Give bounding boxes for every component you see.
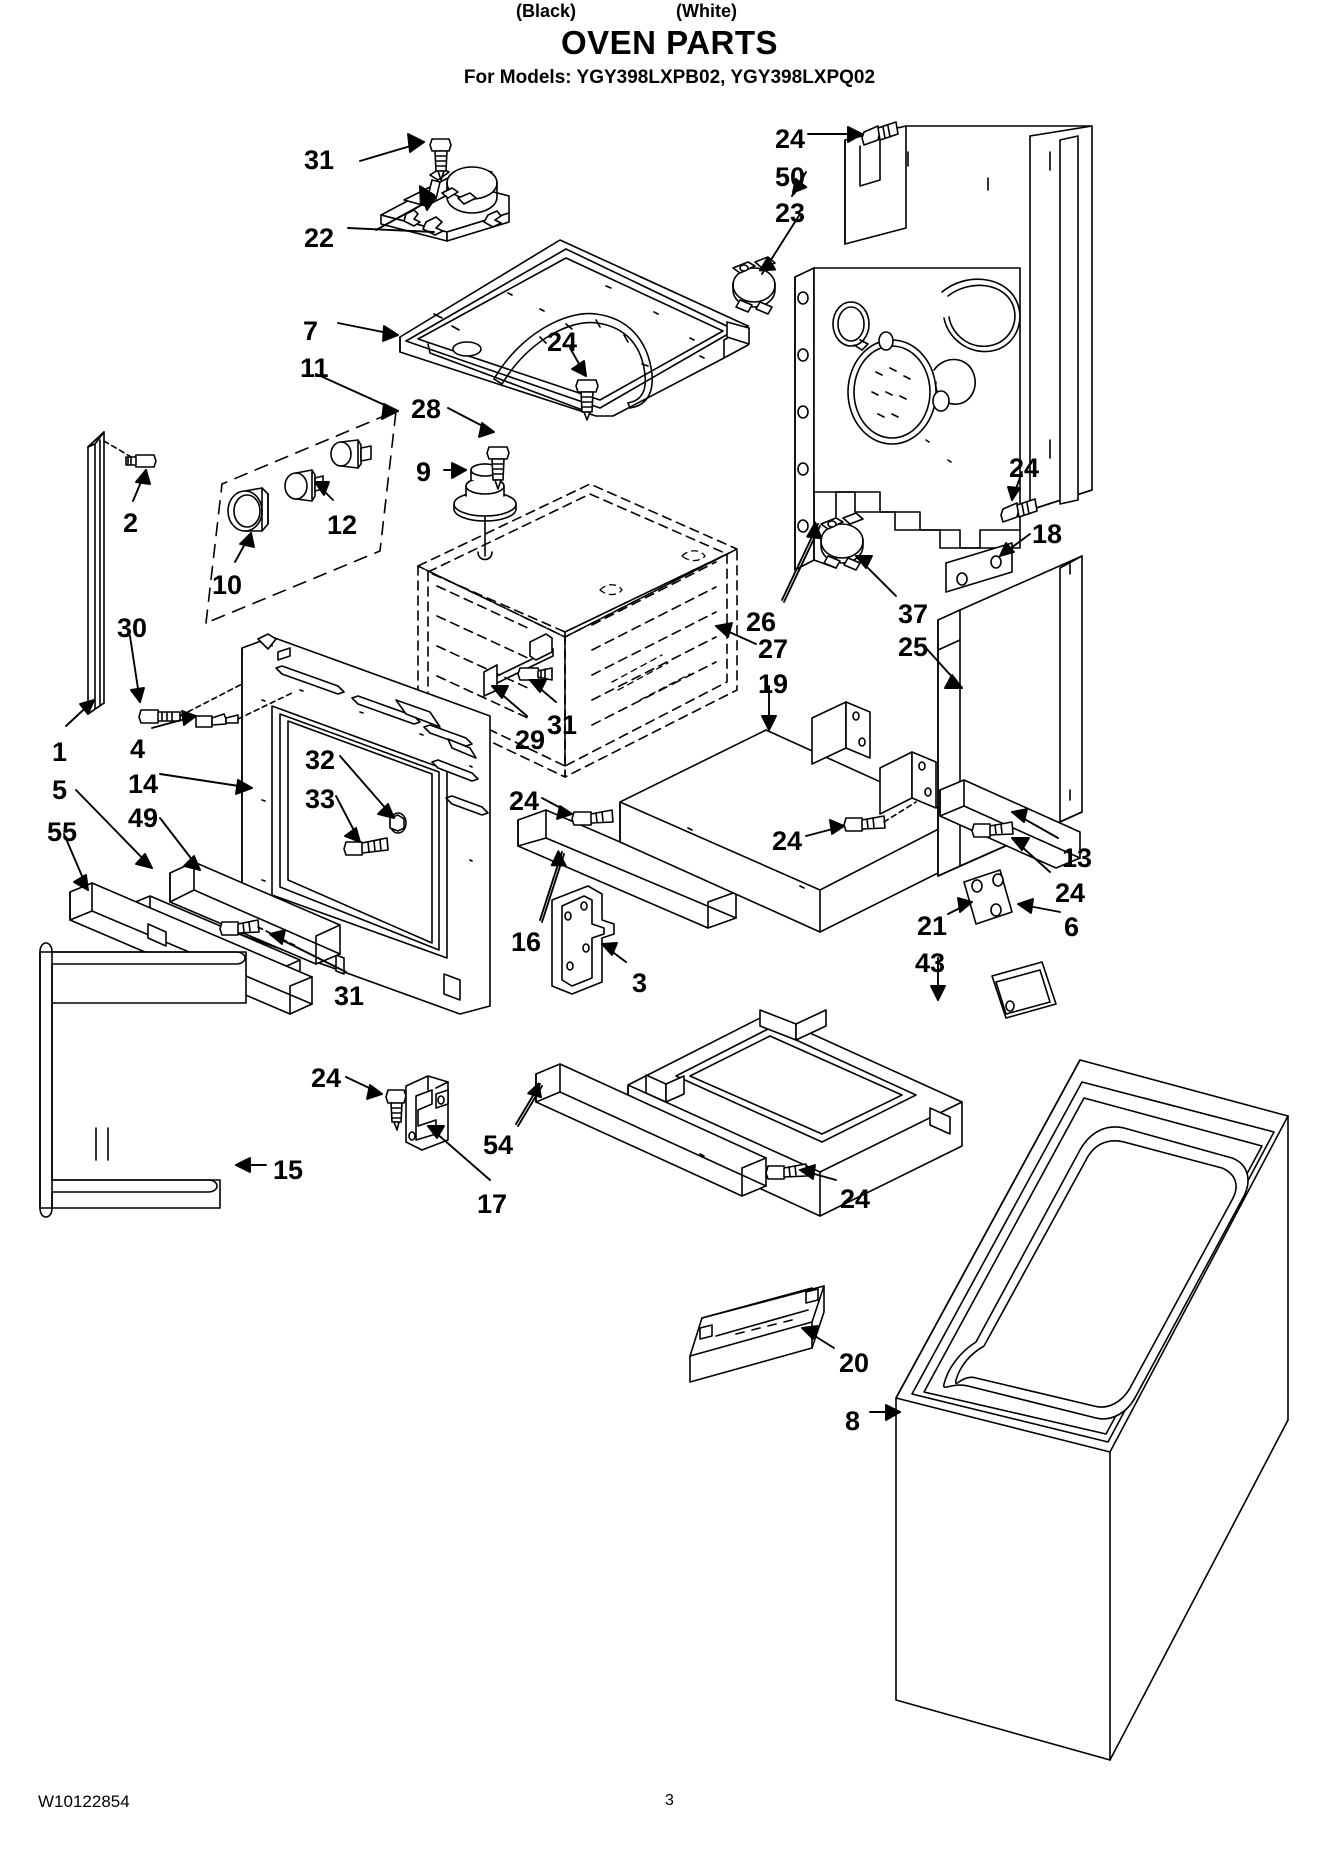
callout-11: 11: [300, 353, 329, 383]
callout-24: 24: [772, 826, 803, 856]
screw-24-latch: [385, 1089, 407, 1131]
callout-31: 31: [334, 981, 365, 1011]
callout-23: 23: [775, 198, 806, 228]
callout-55: 55: [47, 817, 78, 847]
part-base-frame-43: [627, 1009, 963, 1217]
part-oven-bottom-panel-7: [399, 239, 750, 421]
screw-24-rear-top: [861, 121, 899, 146]
screw-30: [138, 709, 181, 724]
callout-24: 24: [775, 124, 806, 154]
part-thermal-switch-37: [820, 512, 864, 571]
callout-24: 24: [840, 1184, 871, 1214]
part-rear-bracket-18: [945, 542, 1013, 593]
callout-18: 18: [1032, 519, 1063, 549]
cavity-interior-detail: [599, 550, 706, 701]
callout-8: 8: [845, 1406, 861, 1436]
callout-28: 28: [411, 394, 442, 424]
callout-31: 31: [547, 710, 578, 740]
callout-29: 29: [515, 725, 546, 755]
push-fastener-4: [195, 713, 239, 728]
callout-24: 24: [311, 1063, 342, 1093]
callout-14: 14: [128, 769, 159, 799]
footer-part-number: W10122854: [38, 1792, 130, 1811]
callout-7: 7: [303, 316, 319, 346]
callout-21: 21: [917, 911, 948, 941]
part-vent-trim-20: [689, 1285, 825, 1383]
page-title: OVEN PARTS: [560, 24, 779, 61]
callout-32: 32: [305, 745, 336, 775]
callout-12: 12: [327, 510, 358, 540]
callout-5: 5: [52, 775, 68, 805]
callout-49: 49: [128, 803, 159, 833]
screw-24-side: [971, 821, 1014, 838]
part-left-trim-1: [87, 431, 105, 715]
callout-50: 50: [775, 162, 806, 192]
leader-lines: [63, 126, 1061, 1421]
part-door-gasket-15: [39, 942, 247, 1218]
callout-6: 6: [1064, 912, 1080, 942]
screw-trim-rail: [219, 919, 260, 936]
callout-15: 15: [273, 1155, 304, 1185]
part-mount-plate-21: [963, 869, 1013, 925]
screw-24-rear-mid: [1000, 498, 1038, 523]
callout-30: 30: [117, 613, 148, 643]
part-oven-cavity-27: [417, 483, 738, 778]
callout-10: 10: [212, 570, 243, 600]
callout-3: 3: [632, 968, 648, 998]
part-door-strike-32: [389, 812, 407, 834]
screw-28: [486, 446, 510, 490]
color-label-black: (Black): [516, 1, 577, 21]
color-label-white: (White): [676, 1, 737, 21]
part-front-rail-54: [535, 1063, 767, 1197]
callout-20: 20: [839, 1348, 870, 1378]
callout-19: 19: [758, 669, 789, 699]
page-header: OVEN PARTS For Models: YGY398LXPB02, YGY…: [0, 0, 1339, 88]
callout-26: 26: [746, 607, 777, 637]
callout-24: 24: [1009, 453, 1040, 483]
part-igniter-bracket-22: [380, 138, 510, 242]
callout-17: 17: [477, 1189, 508, 1219]
callout-31: 31: [304, 145, 335, 175]
part-corner-bracket-3: [551, 885, 615, 995]
callout-2: 2: [123, 508, 139, 538]
screw-24-rail: [571, 809, 614, 826]
color-variant-row: (Black) (White): [0, 1, 1339, 23]
callout-43: 43: [915, 948, 946, 978]
callout-25: 25: [898, 632, 929, 662]
part-orifice-9: [453, 463, 517, 561]
callout-22: 22: [304, 223, 335, 253]
screw-24-panel: [575, 379, 599, 421]
callout-27: 27: [758, 634, 789, 664]
model-subtitle: For Models: YGY398LXPB02, YGY398LXPQ02: [463, 66, 876, 88]
callout-33: 33: [305, 784, 336, 814]
part-knob-10: [227, 487, 269, 532]
part-door-panel-8: [895, 1059, 1289, 1761]
callout-54: 54: [483, 1130, 514, 1160]
part-knob-group-11: [205, 410, 397, 624]
part-knob-12b: [330, 439, 372, 469]
callout-13: 13: [1062, 843, 1093, 873]
callout-24: 24: [547, 327, 578, 357]
callout-1: 1: [52, 737, 68, 767]
screw-24-front-rail: [765, 1163, 808, 1180]
footer-page-number: 3: [665, 1792, 674, 1809]
screw-2: [125, 454, 157, 468]
callout-24: 24: [1055, 878, 1086, 908]
callout-16: 16: [511, 927, 542, 957]
part-rear-panel-26: [794, 125, 1093, 571]
callout-4: 4: [130, 734, 146, 764]
screw-31-cavity: [517, 667, 553, 681]
callout-24: 24: [509, 786, 540, 816]
callout-37: 37: [898, 599, 929, 629]
callout-9: 9: [416, 457, 432, 487]
part-cover-plate-6: [991, 961, 1057, 1019]
part-support-rail-16: [517, 809, 737, 929]
screw-31-top: [429, 138, 452, 181]
screw-33: [343, 837, 389, 856]
